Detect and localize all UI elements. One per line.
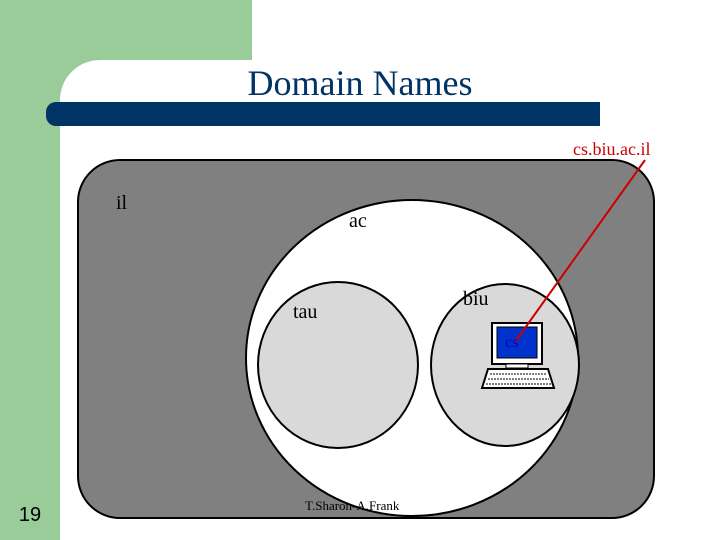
label-ac: ac	[349, 210, 367, 232]
label-il: il	[116, 192, 128, 214]
label-fqdn: cs.biu.ac.il	[573, 139, 650, 159]
label-biu: biu	[463, 288, 489, 310]
title-underline-bar	[46, 102, 600, 126]
region-tau	[257, 281, 419, 449]
computer-icon	[480, 322, 556, 389]
label-tau: tau	[293, 301, 317, 323]
footer-credit: T.Sharon-A.Frank	[305, 498, 400, 513]
slide-title: Domain Names	[247, 63, 473, 103]
label-cs: cs	[505, 334, 518, 351]
callout-line	[514, 159, 646, 343]
slide-number: 19	[18, 504, 42, 526]
decor-green-left	[0, 0, 60, 540]
